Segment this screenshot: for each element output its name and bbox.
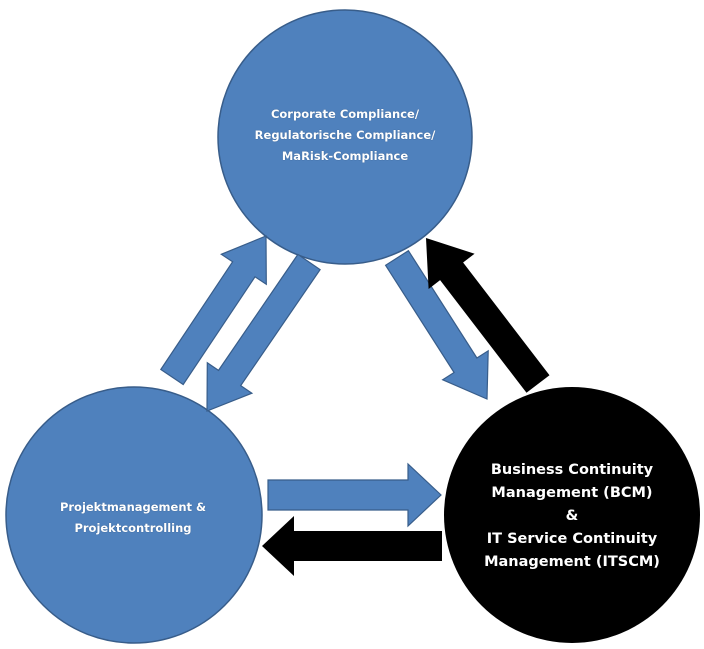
node-bcm-itscm-circle [444,387,700,643]
node-bcm-itscm-label-line: Business Continuity [490,462,654,478]
node-bcm-itscm-label-line: Management (ITSCM) [484,554,660,570]
node-project-management-label: Projektmanagement & Projektcontrolling [6,497,260,539]
arrow-right-to-top [426,238,550,393]
arrow-top-to-right [384,249,489,400]
arrow-left-to-top [159,235,267,386]
node-project-management-label-line: Projektmanagement & [59,500,207,514]
arrow-top-to-left [206,253,321,412]
arrow-left-to-right [267,462,442,528]
node-project-management-circle [5,386,263,644]
node-compliance-circle [217,9,473,265]
node-compliance-label: Corporate Compliance/ Regulatorische Com… [218,104,472,167]
node-compliance-label-line: Corporate Compliance/ [270,107,420,121]
node-compliance-label-line: Regulatorische Compliance/ [254,128,436,142]
node-bcm-itscm-label-line: & [565,508,579,524]
node-bcm-itscm-label: Business Continuity Management (BCM) & I… [444,459,700,574]
node-project-management-label-line: Projektcontrolling [74,521,192,535]
node-bcm-itscm-label-line: IT Service Continuity [486,531,658,547]
node-bcm-itscm-label-line: Management (BCM) [491,485,653,501]
node-compliance-label-line: MaRisk-Compliance [281,149,409,163]
arrow-right-to-left [262,516,442,576]
